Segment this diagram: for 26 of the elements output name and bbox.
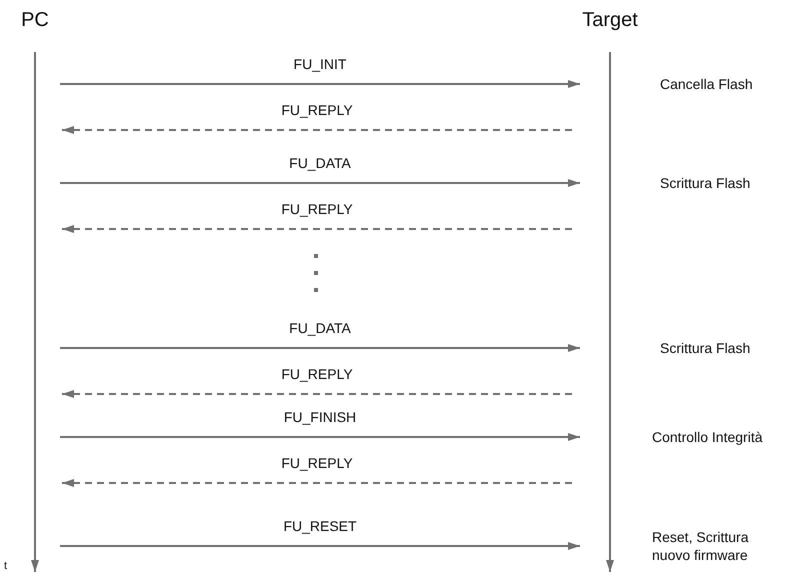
edge-label: FU_DATA <box>289 155 351 171</box>
step-note: Reset, Scrittura nuovo firmware <box>652 528 750 564</box>
step-note: Controllo Integrità <box>652 429 763 445</box>
arrow <box>60 179 580 187</box>
dashed-arrow <box>62 126 572 134</box>
step-note: Scrittura Flash <box>660 340 750 356</box>
arrow <box>60 542 580 550</box>
edge-label: FU_REPLY <box>281 102 353 118</box>
edge-label: FU_REPLY <box>281 366 353 382</box>
arrow <box>60 80 580 88</box>
edge-label: FU_FINISH <box>284 409 356 425</box>
dashed-arrow <box>62 225 572 233</box>
participant-label: Target <box>581 8 639 32</box>
time-axis-label: t <box>4 560 8 572</box>
edge-label: FU_DATA <box>289 320 351 336</box>
participant-label: PC <box>20 8 50 32</box>
dashed-arrow <box>62 479 572 487</box>
arrow <box>60 344 580 352</box>
edge-label: FU_REPLY <box>281 201 353 217</box>
edge-label: FU_RESET <box>283 518 357 534</box>
dashed-arrow <box>62 390 572 398</box>
arrow <box>60 433 580 441</box>
edge-label: FU_REPLY <box>281 455 353 471</box>
edge-label: FU_INIT <box>294 56 346 72</box>
step-note: Scrittura Flash <box>660 175 750 191</box>
step-note: Cancella Flash <box>660 76 753 92</box>
